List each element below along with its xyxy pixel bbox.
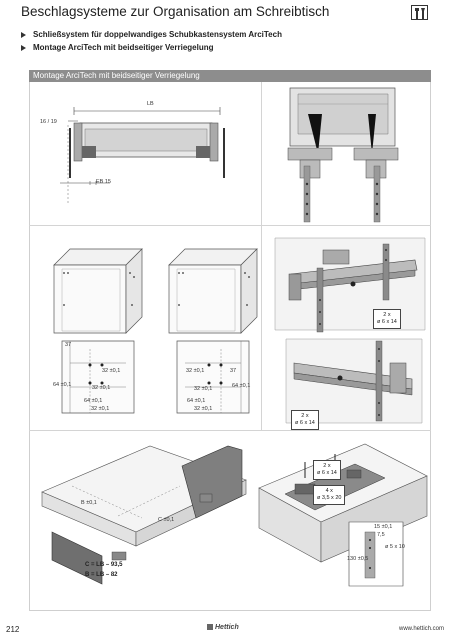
dim-32-right-b: 32 ±0,1: [194, 386, 213, 392]
column-divider: [261, 82, 262, 225]
dim-64-left-b: 64 ±0,1: [84, 398, 103, 404]
drawer-assembly-drawing: [41, 445, 247, 585]
detail-dim-7-5: 7,5: [377, 532, 385, 538]
drawer-front-lock-drawing: [287, 87, 399, 223]
cabinet-right-drawing: [168, 248, 258, 334]
row-divider: [29, 430, 431, 431]
dim-32-left-b: 32 ±0,1: [92, 385, 111, 391]
hettich-logo: Hettich: [207, 624, 239, 631]
screw-callout-upper: 2 x ø 6 x 14: [373, 309, 401, 329]
screw-callout-mount2: 4 x ø 3,5 x 20: [313, 485, 346, 505]
formula-c: C = LB – 93,5: [85, 562, 123, 568]
dim-64-right-b: 64 ±0,1: [187, 398, 206, 404]
dim-lb-label: LB: [147, 101, 154, 107]
label-c: C ±0,1: [158, 517, 175, 523]
subtitle-2: Montage ArciTech mit beidseitiger Verrie…: [21, 43, 213, 52]
hettich-logo-mark-icon: [207, 624, 213, 631]
label-b: B ±0,1: [81, 500, 97, 506]
detail-dim-15: 15 ±0,1: [374, 524, 393, 530]
dim-32-left-c: 32 ±0,1: [91, 406, 110, 412]
detail-dim-130: 130 ±0,5: [347, 556, 369, 562]
bullet-triangle-icon: [21, 44, 26, 51]
lock-rail-mounting-upper: [274, 237, 426, 333]
drawer-plan-view-drawing: [60, 107, 225, 203]
screwdriver-tools-icon: [411, 5, 428, 20]
right-side-panel-dimensions: [176, 340, 250, 414]
page-title: Beschlagsysteme zur Organisation am Schr…: [21, 4, 330, 19]
screw-callout-lower: 2 x ø 6 x 14: [291, 410, 319, 430]
dim-32-right-c: 32 ±0,1: [194, 406, 213, 412]
section-header: Montage ArciTech mit beidseitiger Verrie…: [29, 70, 431, 82]
subtitle-1: Schließsystem für doppelwandiges Schubka…: [21, 30, 282, 39]
page-number: 212: [6, 625, 20, 634]
dim-eb-label: EB 15: [96, 179, 111, 185]
screw-callout-mount1: 2 x ø 6 x 14: [313, 460, 341, 480]
dim-32-right-a: 32 ±0,1: [186, 368, 205, 374]
dim-64-left: 64 ±0,1: [53, 382, 72, 388]
column-divider: [261, 225, 262, 430]
section-title: Montage ArciTech mit beidseitiger Verrie…: [33, 71, 200, 80]
cabinet-left-drawing: [53, 248, 143, 334]
dim-37-right: 37: [230, 368, 237, 374]
drawer-front-screw-drawing: [258, 443, 428, 587]
dim-side-label: 16 / 19: [40, 119, 57, 125]
left-side-panel-dimensions: [61, 340, 135, 414]
row-divider: [29, 225, 431, 226]
lock-rail-mounting-lower: [285, 338, 423, 424]
dim-64-right: 64 ±0,1: [232, 383, 251, 389]
bullet-triangle-icon: [21, 31, 26, 38]
formula-b: B = LB – 82: [85, 572, 118, 578]
dim-37-left: 37: [65, 342, 72, 348]
website-url[interactable]: www.hettich.com: [398, 626, 444, 632]
detail-dim-screw: ø 5 x 10: [385, 544, 405, 550]
dim-32-left-a: 32 ±0,1: [102, 368, 121, 374]
